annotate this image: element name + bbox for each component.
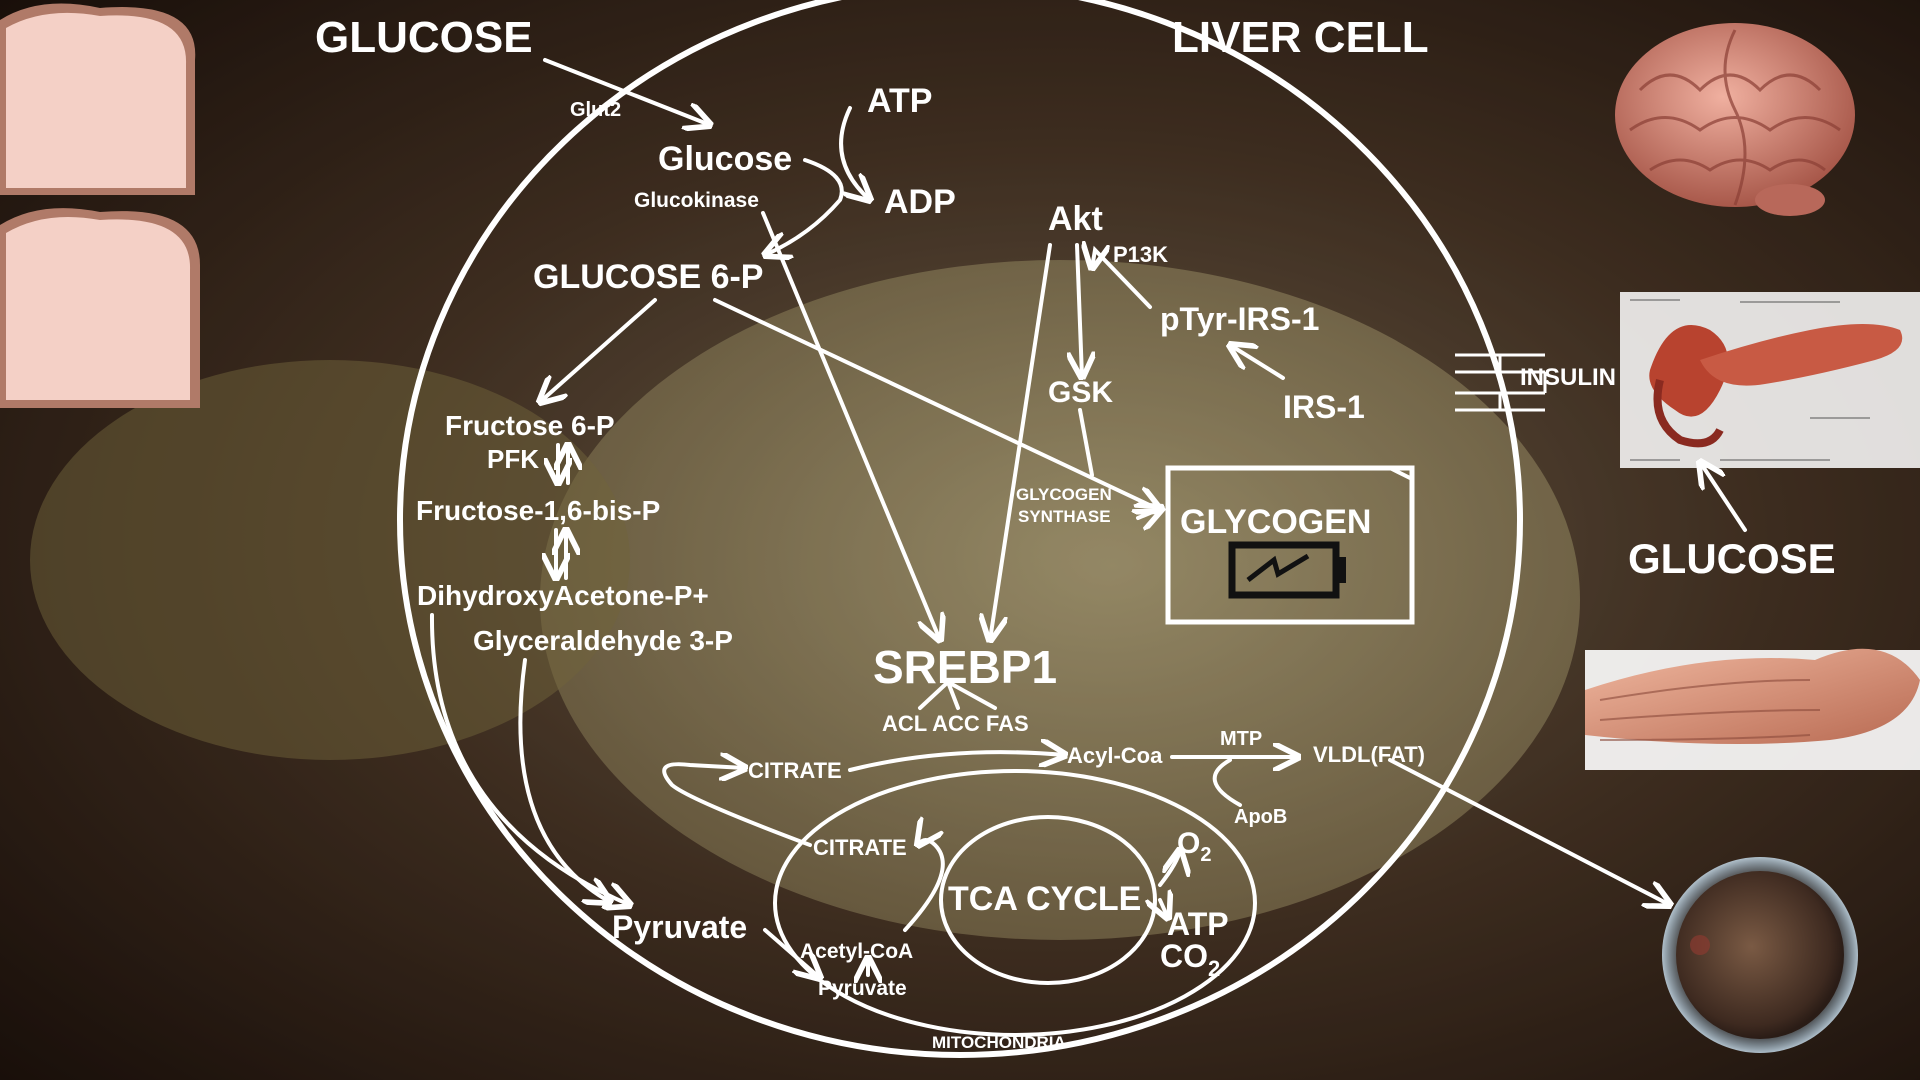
arrow-citrate-acylcoa xyxy=(848,752,1065,772)
mitochondria-label: MITOCHONDRIA xyxy=(932,1033,1066,1052)
dhap-label: DihydroxyAcetone-P+ xyxy=(417,580,709,611)
arrow-acetyl-citrate xyxy=(903,840,945,932)
apob-label: ApoB xyxy=(1234,806,1287,828)
arrow-glucose-pancreas xyxy=(1700,462,1747,532)
glucose-top-label: GLUCOSE xyxy=(315,13,533,62)
insulin-receptor xyxy=(1455,353,1547,412)
arrow-apob xyxy=(1212,758,1242,807)
tca-cycle-label: TCA CYCLE xyxy=(948,880,1141,918)
p13k-label: P13K xyxy=(1113,242,1168,267)
potato-backdrop-left xyxy=(30,360,630,760)
arrow-g6p-glycogen xyxy=(713,298,1160,510)
vldl-label: VLDL(FAT) xyxy=(1313,742,1425,767)
pfk-label: PFK xyxy=(487,444,539,474)
arrow-insulin-ptyr xyxy=(1388,466,1412,480)
brain-icon xyxy=(1615,23,1855,216)
arrow-gsk-synthase xyxy=(1078,408,1094,477)
o2-label: O2 xyxy=(1177,827,1211,866)
fat-cell-icon xyxy=(1662,857,1858,1053)
mitochondria-outline xyxy=(773,769,1257,1037)
insulin-label: INSULIN xyxy=(1520,364,1616,391)
o2-subscript: 2 xyxy=(1200,844,1211,866)
atp-label: ATP xyxy=(867,82,932,120)
citrate-mito-label: CITRATE xyxy=(813,835,907,860)
pancreas-icon xyxy=(1620,292,1920,468)
battery-icon xyxy=(1228,541,1346,599)
acetyl-coa-label: Acetyl-CoA xyxy=(800,940,913,963)
arrow-citrate-loop xyxy=(662,764,812,847)
arrow-tca-o2 xyxy=(1158,850,1180,887)
pathway-arrows xyxy=(429,58,1747,978)
glucose-right-label: GLUCOSE xyxy=(1628,535,1836,582)
glucose-label: Glucose xyxy=(658,140,792,178)
arrow-glut2 xyxy=(543,58,710,125)
g3p-label: Glyceraldehyde 3-P xyxy=(473,625,733,656)
gsk-label: GSK xyxy=(1048,376,1113,409)
bread-slice-icon xyxy=(0,3,196,196)
mtp-label: MTP xyxy=(1220,728,1262,750)
arrow-g3p-pyruvate xyxy=(518,658,610,902)
irs1-label: IRS-1 xyxy=(1283,389,1365,425)
fructose-16-label: Fructose-1,6-bis-P xyxy=(416,495,660,526)
arrow-vldl-fatcell xyxy=(1388,758,1670,905)
srebp1-targets-label: ACL ACC FAS xyxy=(882,711,1029,736)
atp-mito-label: ATP xyxy=(1167,906,1229,942)
co2-text: CO xyxy=(1160,938,1208,974)
arrow-srebp1-targets xyxy=(918,680,997,710)
pyruvate-label: Pyruvate xyxy=(612,909,747,945)
glycogen-label: GLYCOGEN xyxy=(1180,503,1371,541)
citrate-cytosol-label: CITRATE xyxy=(748,758,842,783)
acyl-coa-label: Acyl-Coa xyxy=(1067,743,1163,768)
glycogen-box xyxy=(1165,465,1415,625)
arrow-atp-adp xyxy=(839,106,870,200)
arrow-akt-srebp1 xyxy=(990,243,1052,640)
glucose-6p-label: GLUCOSE 6-P xyxy=(533,258,763,296)
arrow-synthase-glycogen xyxy=(1138,508,1162,518)
ptyr-irs1-label: pTyr-IRS-1 xyxy=(1160,301,1319,337)
arrow-akt-gsk xyxy=(1077,243,1082,377)
arrow-p13k-akt xyxy=(1092,250,1152,309)
bread-slice-icon xyxy=(0,208,200,408)
liver-cell-title: LIVER CELL xyxy=(1172,13,1429,62)
co2-subscript: 2 xyxy=(1208,956,1220,981)
adp-label: ADP xyxy=(884,183,956,221)
arrow-tca-atp xyxy=(1160,900,1168,918)
fructose-6p-label: Fructose 6-P xyxy=(445,410,615,441)
glucokinase-label: Glucokinase xyxy=(634,189,759,212)
o2-text: O xyxy=(1177,827,1200,860)
arrow-glucose-g6p xyxy=(765,158,844,255)
glut2-label: Glut2 xyxy=(570,99,621,121)
akt-label: Akt xyxy=(1048,200,1103,238)
arrow-pyruvate-mito xyxy=(763,928,820,978)
glycogen-synthase-label-2: SYNTHASE xyxy=(1018,507,1111,526)
potato-backdrop xyxy=(540,260,1580,940)
pyruvate-mito-label: Pyruvate xyxy=(818,977,907,1000)
muscle-icon xyxy=(1585,648,1920,770)
arrow-irs1-ptyr xyxy=(1230,345,1285,380)
co2-label: CO2 xyxy=(1160,938,1220,981)
srebp1-label: SREBP1 xyxy=(873,641,1057,693)
glycogen-synthase-label-1: GLYCOGEN xyxy=(1016,485,1112,504)
arrow-glucokinase-srebp1 xyxy=(761,211,940,640)
arrow-g6p-f6p xyxy=(540,298,657,402)
liver-cell-membrane xyxy=(397,0,1523,1058)
